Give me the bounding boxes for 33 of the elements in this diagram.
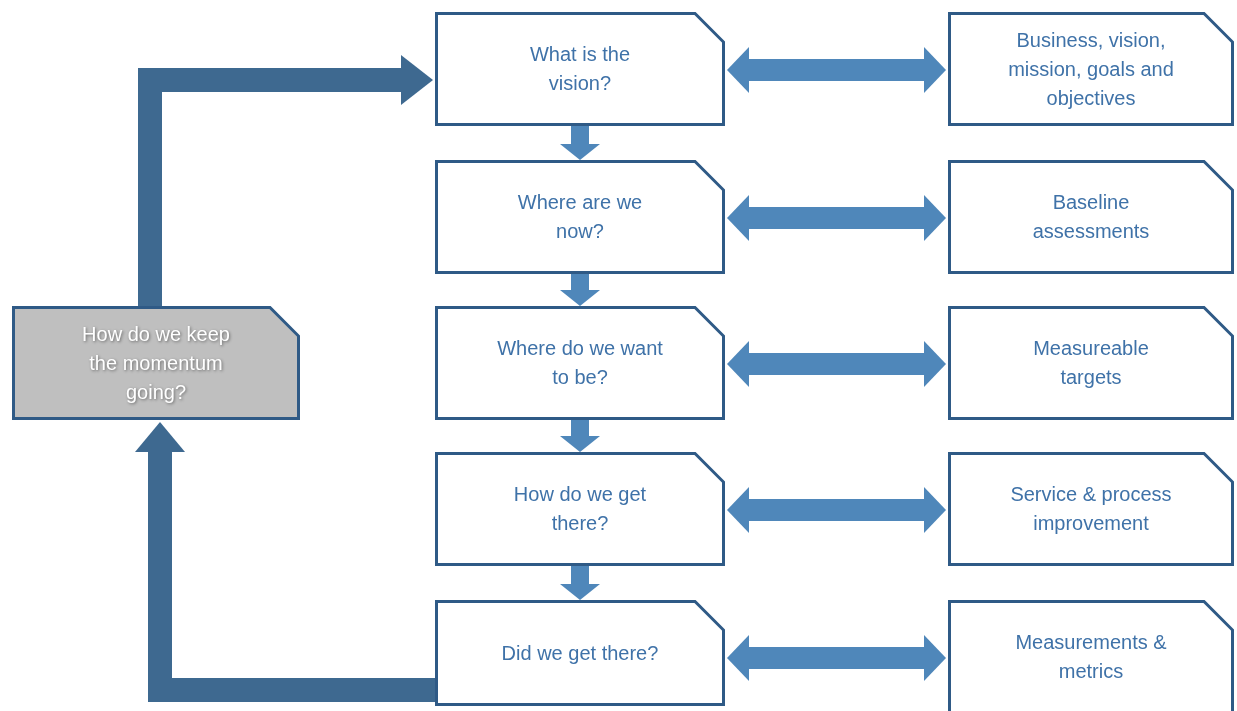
- block-arrow: [727, 487, 946, 533]
- box-text: Where are we now?: [516, 190, 644, 244]
- block-arrow: [727, 341, 946, 387]
- box-text: Measureable targets: [1032, 336, 1150, 390]
- process-box: [948, 12, 1234, 126]
- block-arrow: [727, 195, 946, 241]
- box-text: How do we get there?: [512, 482, 648, 536]
- process-box: [435, 306, 725, 420]
- process-box: [435, 452, 725, 566]
- block-arrow: [727, 47, 946, 93]
- block-arrow: [135, 422, 435, 702]
- process-box: [948, 452, 1234, 566]
- block-arrow: [727, 635, 946, 681]
- process-box: [948, 160, 1234, 274]
- block-arrow: [560, 274, 600, 306]
- process-box: [948, 600, 1234, 711]
- box-text: What is the vision?: [528, 42, 631, 96]
- block-arrow: [560, 566, 600, 600]
- block-arrow: [560, 420, 600, 452]
- box-text: Baseline assessments: [1031, 190, 1151, 244]
- process-box: [948, 306, 1234, 420]
- box-text: Service & process improvement: [1009, 482, 1173, 536]
- process-box: [435, 12, 725, 126]
- box-text: How do we keep the momentum going?: [81, 321, 231, 405]
- box-text: Where do we want to be?: [497, 336, 663, 390]
- block-arrow: [138, 55, 433, 306]
- process-box: [435, 600, 725, 706]
- process-box: [12, 306, 300, 420]
- box-text: Business, vision, mission, goals and objectives: [1007, 27, 1175, 111]
- block-arrow: [560, 126, 600, 160]
- box-text: Measurements & metrics: [1014, 630, 1168, 684]
- box-text: Did we get there?: [501, 640, 659, 666]
- process-box: [435, 160, 725, 274]
